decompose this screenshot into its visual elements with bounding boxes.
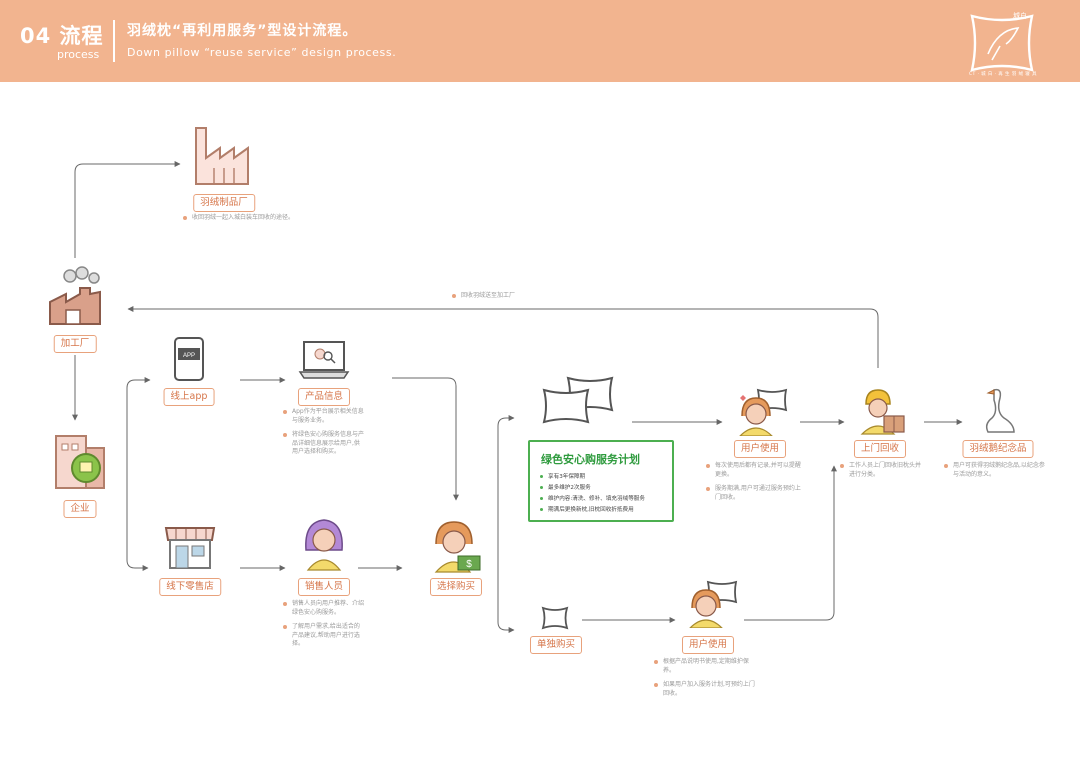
sales-notes: 销售人员向用户推荐、介绍绿色安心购服务。 了解用户需求,给出适合的产品建议,帮助… xyxy=(283,600,365,655)
header-divider xyxy=(113,20,115,62)
use-bottom-notes: 根据产品说明书使用,定期维护保养。 如果用户加入服务计划,可预约上门回收。 xyxy=(654,658,758,704)
souvenir-note-1: 用户可获得羽绒鹅纪念品,以纪念参与活动的意义。 xyxy=(944,462,1046,479)
connector-company-to-store xyxy=(126,495,149,571)
recycle-note-1: 工作人员上门回收旧枕头并进行分类。 xyxy=(840,462,926,479)
logo-tagline: CT · 城 白 · 再 生 羽 绒 寝 具 xyxy=(969,72,1037,77)
use-bottom-note-1: 根据产品说明书使用,定期维护保养。 xyxy=(654,658,758,675)
company-building-icon xyxy=(55,435,105,489)
factory-note-1: 收回羽绒一起入城白装车回收的途径。 xyxy=(183,214,333,223)
node-label-processing: 加工厂 xyxy=(53,335,97,353)
node-label-company: 企业 xyxy=(63,500,97,518)
node-label-single: 单独购买 xyxy=(529,636,583,654)
customer-paying-icon: $ xyxy=(434,521,481,573)
store-icon xyxy=(164,527,216,569)
sales-note-1: 销售人员向用户推荐、介绍绿色安心购服务。 xyxy=(283,600,365,617)
header-bar: 04 流程 process 羽绒枕“再利用服务”型设计流程。 Down pill… xyxy=(0,0,1080,82)
plan-item: 期满后更换新枕,旧枕回收折抵费用 xyxy=(540,505,645,516)
processing-plant-icon xyxy=(49,266,101,325)
info-note-1: App作为平台展示相关信息与服务业务。 xyxy=(283,408,365,425)
single-pillow-icon xyxy=(541,606,569,630)
courier-icon xyxy=(860,389,905,435)
plan-item: 享有3年保障期 xyxy=(540,472,645,483)
plan-items: 享有3年保障期 最多维护2次服务 维护内容:清洗、修补、填充羽绒等服务 期满后更… xyxy=(540,472,645,516)
node-label-store: 线下零售店 xyxy=(159,578,221,596)
recycle-notes: 工作人员上门回收旧枕头并进行分类。 xyxy=(840,462,926,485)
pillow-logo-icon xyxy=(970,14,1034,72)
plan-item: 最多维护2次服务 xyxy=(540,483,645,494)
node-label-sales: 销售人员 xyxy=(297,578,351,596)
souvenir-notes: 用户可获得羽绒鹅纪念品,以纪念参与活动的意义。 xyxy=(944,462,1046,485)
connector-use-bottom-to-recycle xyxy=(744,465,837,621)
svg-text:$: $ xyxy=(466,559,472,570)
node-label-souvenir: 羽绒鹅纪念品 xyxy=(962,440,1034,458)
pillows-icon xyxy=(542,376,614,424)
plan-item: 维护内容:清洗、修补、填充羽绒等服务 xyxy=(540,494,645,505)
app-badge-text: APP xyxy=(183,353,195,359)
node-label-use-bottom: 用户使用 xyxy=(681,636,735,654)
phone-app-icon: APP xyxy=(174,337,204,381)
user-with-pillow-icon xyxy=(689,580,738,628)
use-top-note-2: 服务期满,用户可通过服务预约上门回收。 xyxy=(706,485,806,502)
flow-annotation: 回收羽绒送至加工厂 xyxy=(452,290,515,299)
section-number: 04 流程 xyxy=(20,24,104,48)
section-label: process xyxy=(57,48,100,61)
user-with-pillow-icon xyxy=(739,388,788,436)
node-label-choose: 选择购买 xyxy=(429,578,483,596)
connector-recycle-to-processing xyxy=(127,306,879,368)
node-label-app: 线上app xyxy=(163,388,215,406)
connector-info-to-choose xyxy=(392,377,459,501)
logo-text: 城白 xyxy=(1013,12,1027,20)
laptop-icon xyxy=(298,341,350,379)
service-plan-card: 绿色安心购服务计划 享有3年保障期 最多维护2次服务 维护内容:清洗、修补、填充… xyxy=(528,440,674,522)
plan-title: 绿色安心购服务计划 xyxy=(541,453,640,466)
connector-choose-to-single xyxy=(497,560,515,633)
sales-note-2: 了解用户需求,给出适合的产品建议,帮助用户进行选择。 xyxy=(283,623,365,649)
node-label-factory: 羽绒制品厂 xyxy=(193,194,255,212)
connector-processing-to-factory xyxy=(74,161,181,258)
info-notes: App作为平台展示相关信息与服务业务。 将绿色安心购服务信息与产品详细信息展示给… xyxy=(283,408,365,463)
connector-choose-to-plan xyxy=(497,415,515,560)
connector-company-to-app xyxy=(126,377,151,495)
page-subtitle: Down pillow “reuse service” design proce… xyxy=(127,46,397,59)
use-top-notes: 每次使用后都有记录,并可以提醒更换。 服务期满,用户可通过服务预约上门回收。 xyxy=(706,462,806,508)
use-top-note-1: 每次使用后都有记录,并可以提醒更换。 xyxy=(706,462,806,479)
factory-icon xyxy=(195,127,249,185)
node-label-recycle: 上门回收 xyxy=(853,440,907,458)
page-title: 羽绒枕“再利用服务”型设计流程。 xyxy=(127,23,358,39)
salesperson-icon xyxy=(305,519,343,571)
node-label-use-top: 用户使用 xyxy=(733,440,787,458)
factory-notes: 收回羽绒一起入城白装车回收的途径。 xyxy=(183,214,333,229)
info-note-2: 将绿色安心购服务信息与产品详细信息展示给用户,供用户选择和购买。 xyxy=(283,431,365,457)
goose-icon xyxy=(985,388,1015,433)
use-bottom-note-2: 如果用户加入服务计划,可预约上门回收。 xyxy=(654,681,758,698)
node-label-info: 产品信息 xyxy=(297,388,351,406)
